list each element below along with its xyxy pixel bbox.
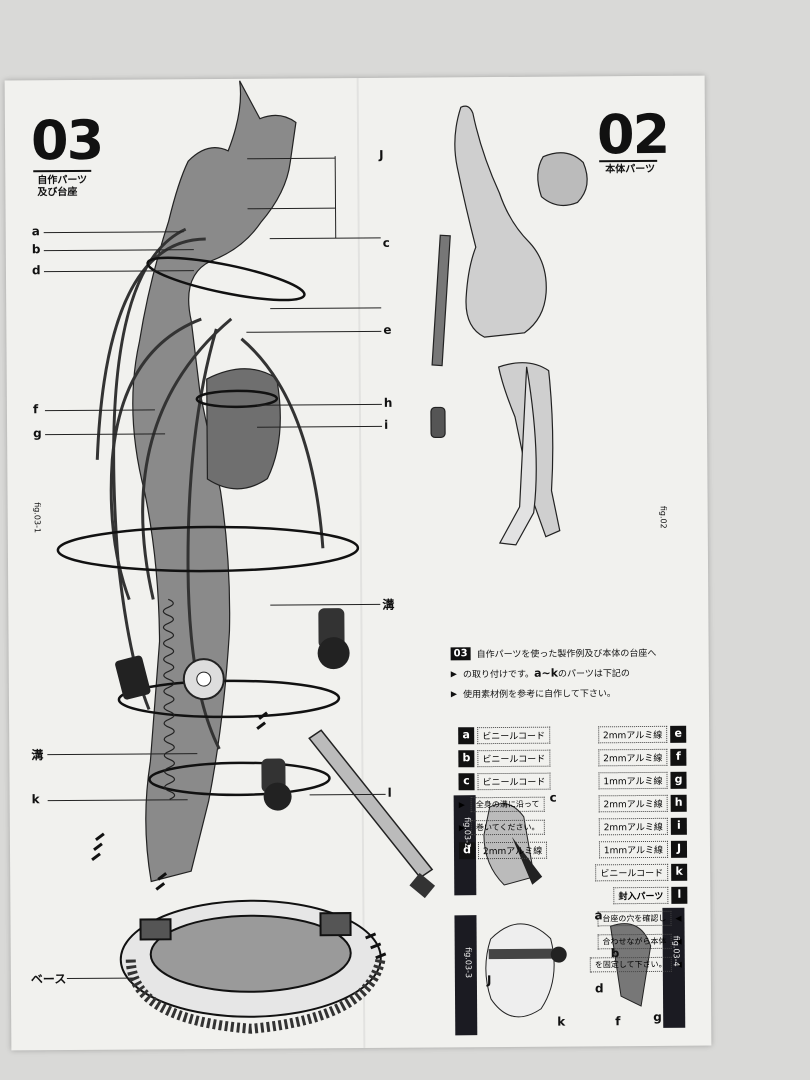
instructions-line-1: 03 自作パーツを使った製作例及び本体の台座へ (450, 642, 683, 664)
figure-02-illustration (430, 105, 588, 546)
part-material: 封入パーツ (613, 886, 669, 904)
part-note: 全身の溝に沿って (470, 796, 545, 812)
fig-03-1-tag: fig.03-1 (32, 502, 42, 534)
part-note: を固定して下さい。 (589, 956, 672, 972)
instructions-number: 03 (450, 646, 471, 660)
part-key: a (458, 726, 475, 744)
instructions-text-2c: のパーツは下記の (557, 668, 630, 680)
label-h: h (383, 395, 393, 410)
part-key: b (458, 749, 475, 767)
label-base: ベース (30, 972, 67, 987)
part-note: 台座の穴を確認し (597, 910, 672, 926)
part-key: l (671, 886, 688, 904)
part-material: 1mmアルミ線 (598, 840, 669, 858)
part-note: 巻いてください。 (470, 819, 545, 835)
part-material: 2mmアルミ線 (598, 817, 668, 835)
part-material: ビニールコード (477, 726, 551, 744)
parts-note-row: 合わせながら本体◀ (460, 931, 688, 953)
part-key: f (670, 748, 687, 766)
instructions-text-1: 自作パーツを使った製作例及び本体の台座へ (476, 648, 657, 660)
bottom-label-b: b (610, 946, 620, 961)
arrow-left-icon: ◀ (675, 913, 682, 923)
fig-03-4-tag: fig.03-4 (671, 935, 681, 967)
label-J: J (379, 147, 384, 162)
bottom-label-J: J (486, 973, 492, 988)
fig-03-2-tag: fig.03-2 (462, 817, 472, 849)
part-key: g (670, 771, 687, 789)
bottom-label-a: a (594, 908, 603, 923)
part-material: 2mmアルミ線 (477, 841, 548, 859)
label-f: f (32, 402, 39, 417)
part-material: ビニールコード (595, 863, 669, 881)
label-k: k (31, 792, 40, 807)
label-mizo-2: 溝 (31, 748, 44, 763)
part-material: 2mmアルミ線 (597, 725, 668, 743)
label-i: i (383, 417, 389, 432)
fig-03-3-tag: fig.03-3 (463, 947, 473, 979)
label-e: e (383, 322, 392, 337)
part-material: 2mmアルミ線 (598, 748, 668, 766)
parts-note-row: 台座の穴を確認し◀ (459, 908, 687, 930)
bottom-label-g: g (653, 1009, 662, 1024)
instructions-line-2: ▶ の取り付けです。 a~k のパーツは下記の (451, 662, 683, 684)
instructions-block: 03 自作パーツを使った製作例及び本体の台座へ ▶ の取り付けです。 a~k の… (450, 642, 683, 704)
part-material: 2mmアルミ線 (598, 794, 668, 812)
label-c: c (382, 235, 390, 250)
bottom-label-f: f (615, 1014, 621, 1029)
instructions-line-3: ▶ 使用素材例を参考に自作して下さい。 (451, 682, 683, 704)
figure-artwork (56, 80, 686, 1036)
label-a: a (31, 224, 40, 239)
part-key: J (670, 840, 688, 858)
label-d: d (31, 263, 41, 278)
arrow-icon: ▶ (458, 799, 465, 809)
part-key: e (670, 725, 687, 743)
label-b: b (31, 242, 41, 257)
parts-note-row: を固定して下さい。◀ (460, 954, 688, 976)
instructions-text-2a: の取り付けです。 (462, 669, 535, 680)
figure-03-illustration (132, 80, 297, 883)
part-key: i (670, 817, 687, 835)
part-key: k (671, 863, 688, 881)
instruction-sheet: 03 自作パーツ 及び台座 02 本体パーツ (4, 75, 712, 1051)
base-illustration (119, 899, 386, 1034)
part-material: ビニールコード (477, 772, 551, 790)
label-l: l (387, 785, 392, 800)
part-material: 1mmアルミ線 (598, 771, 668, 789)
bottom-label-k: k (557, 1014, 566, 1029)
part-material: ビニールコード (477, 749, 551, 767)
bottom-label-d: d (594, 981, 604, 996)
arrow-icon: ▶ (450, 668, 457, 678)
instructions-text-2b: a~k (533, 666, 559, 680)
fig-02-tag: fig.02 (658, 505, 668, 529)
part-note: 合わせながら本体 (597, 933, 672, 949)
arrow-icon: ▶ (450, 688, 458, 698)
part-key: h (670, 794, 687, 812)
instructions-text-3: 使用素材例を参考に自作して下さい。 (463, 688, 616, 700)
part-key: c (458, 772, 475, 790)
label-g: g (33, 426, 42, 441)
label-mizo-1: 溝 (382, 597, 395, 612)
fig-03-2-label-c: c (549, 790, 557, 805)
